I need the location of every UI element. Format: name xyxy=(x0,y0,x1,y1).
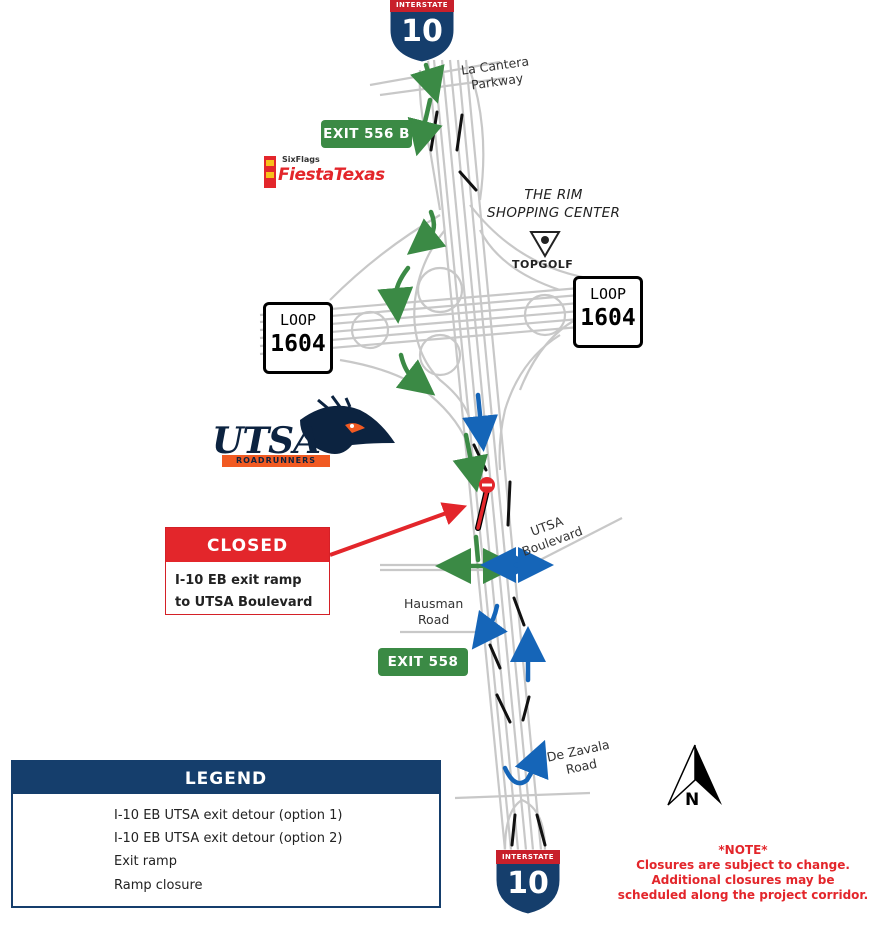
topgolf-logo-text: TOPGOLF xyxy=(512,258,574,271)
utsa-roadrunner-icon xyxy=(300,395,395,454)
north-label: N xyxy=(685,790,700,810)
loop-1604-sign-right: LOOP 1604 xyxy=(573,276,643,348)
legend-item-exit-ramp: Exit ramp xyxy=(114,854,177,869)
six-flags-logo-mark xyxy=(264,156,276,188)
closed-title: CLOSED xyxy=(166,528,329,562)
legend-item-option2: I-10 EB UTSA exit detour (option 2) xyxy=(114,831,343,846)
closed-description: I-10 EB exit ramp to UTSA Boulevard xyxy=(175,573,313,610)
shield-bottom-number: 10 xyxy=(507,866,549,901)
interstate-10-shield-top xyxy=(389,0,455,63)
closed-pointer-arrow xyxy=(329,502,468,557)
shield-bottom-label: INTERSTATE xyxy=(501,853,555,861)
detour-option-2-arrows xyxy=(462,392,554,786)
topgolf-icon xyxy=(529,231,561,258)
legend-item-option1: I-10 EB UTSA exit detour (option 1) xyxy=(114,808,343,823)
note-block: *NOTE* Closures are subject to change. A… xyxy=(617,843,869,902)
interstate-10-shield-bottom xyxy=(495,849,561,915)
closed-callout: CLOSED I-10 EB exit ramp to UTSA Bouleva… xyxy=(165,527,330,615)
north-arrow-icon xyxy=(667,744,722,806)
legend-title: LEGEND xyxy=(13,762,439,794)
six-flags-fiesta-texas-logo: SixFlags FiestaTexas xyxy=(278,155,385,185)
loop-1604-sign-left: LOOP 1604 xyxy=(263,302,333,374)
legend-item-ramp-closure: Ramp closure xyxy=(114,878,203,893)
shield-top-number: 10 xyxy=(401,14,443,49)
exit-556b-sign: EXIT 556 B xyxy=(321,120,412,148)
shield-top-label: INTERSTATE xyxy=(395,1,449,9)
utsa-roadrunners-banner: ROADRUNNERS xyxy=(222,455,330,467)
legend-box: LEGEND I-10 EB UTSA exit detour (option … xyxy=(11,760,441,908)
exit-558-sign: EXIT 558 xyxy=(378,648,468,676)
ramp-closure xyxy=(475,477,495,531)
